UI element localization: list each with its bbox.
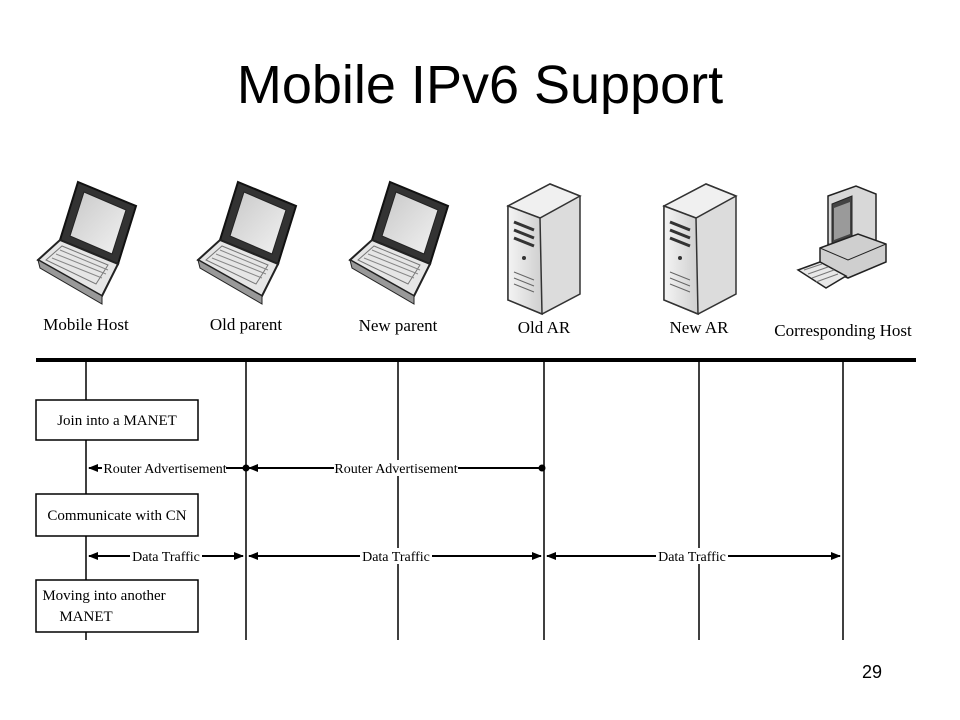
entity-label-new-parent: New parent [359,316,438,335]
message-label: Data Traffic [132,550,200,565]
step-box-join: Join into a MANET [35,399,199,441]
entity-label-old-ar: Old AR [518,318,571,337]
step-label-line2: MANET [59,609,112,625]
step-label: Join into a MANET [57,413,177,429]
entity-labels: Mobile Host Old parent New parent Old AR New… [43,315,912,340]
entity-label-old-parent: Old parent [210,315,283,334]
server-icon [662,183,738,316]
desktop-computer-icon [796,185,887,289]
message-data-traffic-1: Data Traffic [88,548,244,565]
message-data-traffic-2: Data Traffic [248,548,542,565]
entity-label-new-ar: New AR [669,318,729,337]
laptop-icon [36,180,138,305]
step-label-line1: Moving into another [42,588,165,604]
step-box-moving: Moving into another MANET [35,579,199,633]
step-box-communicate: Communicate with CN [35,493,199,537]
entity-label-corresponding-host: Corresponding Host [774,321,912,340]
laptop-icon [348,180,450,305]
message-data-traffic-3: Data Traffic [546,548,841,565]
message-router-advertisement-1: Router Advertisement [88,460,250,477]
message-label: Data Traffic [362,550,430,565]
slide-title: Mobile IPv6 Support [236,55,724,115]
message-router-advertisement-2: Router Advertisement [248,460,546,477]
message-label: Data Traffic [658,550,726,565]
laptop-icon [196,180,298,305]
entity-label-mobile-host: Mobile Host [43,315,129,334]
message-label: Router Advertisement [103,462,226,477]
lifelines [85,362,844,640]
message-label: Router Advertisement [334,462,457,477]
server-icon [506,183,582,316]
step-label: Communicate with CN [47,508,186,524]
page-number: 29 [862,662,883,682]
